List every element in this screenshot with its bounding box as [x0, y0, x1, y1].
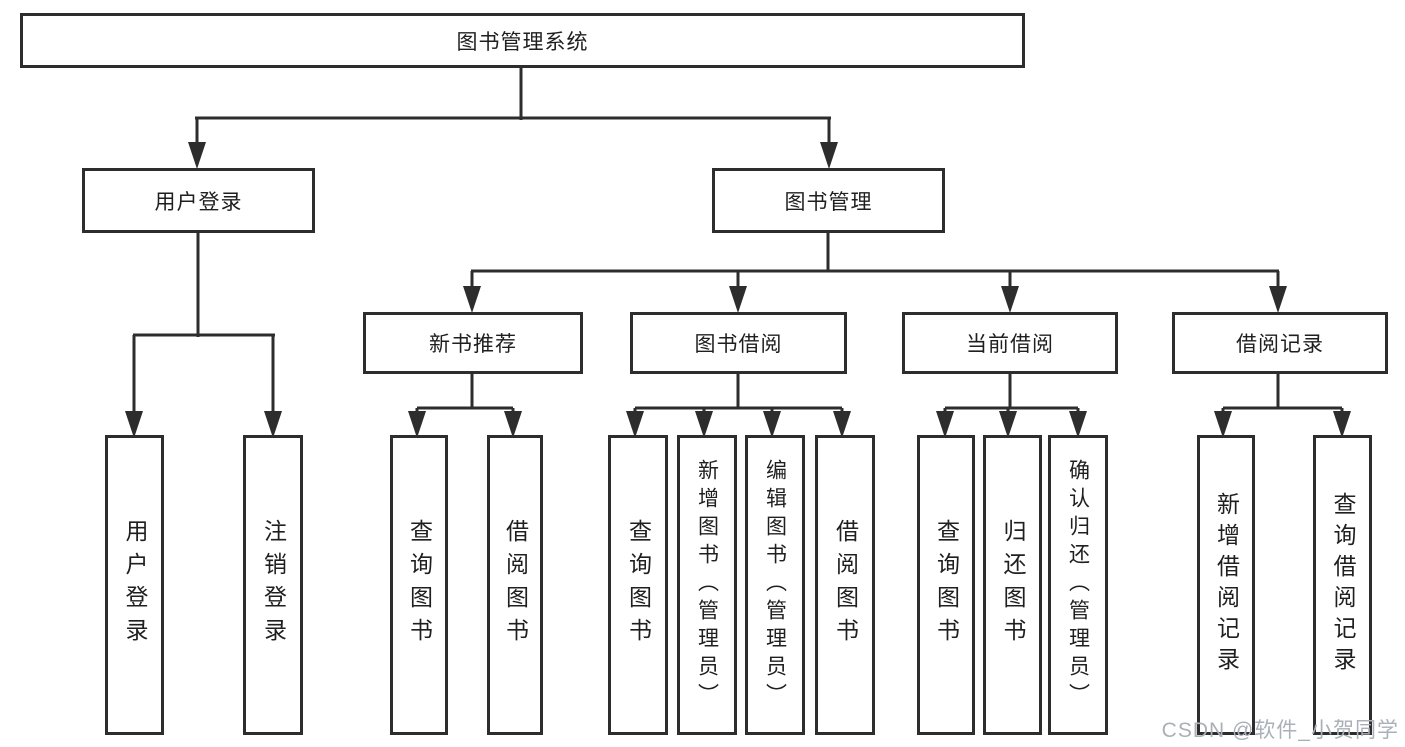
- leaf-add-books-admin: 新增图书（管理员）: [677, 435, 737, 735]
- node-library-system: 图书管理系统: [20, 13, 1025, 68]
- leaf-label: 注销登录: [260, 519, 287, 651]
- leaf-label: 新增借阅记录: [1213, 492, 1240, 678]
- leaf-logout: 注销登录: [243, 435, 303, 735]
- node-label: 图书管理系统: [456, 30, 589, 54]
- node-label: 图书借阅: [694, 333, 783, 356]
- leaf-label: 借阅图书: [502, 519, 529, 651]
- leaf-label: 查询图书: [625, 519, 652, 651]
- node-current-borrowing: 当前借阅: [902, 312, 1118, 374]
- leaf-user-login: 用户登录: [105, 435, 164, 735]
- leaf-label: 新增图书（管理员）: [695, 459, 719, 711]
- leaf-edit-books-admin: 编辑图书（管理员）: [745, 435, 805, 735]
- leaf-add-borrow-record: 新增借阅记录: [1197, 435, 1255, 735]
- watermark: CSDN @软件_小贺同学: [1161, 719, 1399, 742]
- node-label: 当前借阅: [966, 333, 1054, 356]
- node-label: 借阅记录: [1236, 333, 1324, 356]
- node-label: 新书推荐: [429, 333, 517, 356]
- leaf-label: 确认归还（管理员）: [1066, 459, 1090, 711]
- leaf-borrow-books-recommend: 借阅图书: [487, 435, 543, 735]
- leaf-query-borrow-record: 查询借阅记录: [1313, 435, 1372, 735]
- arrowheads: [125, 142, 1351, 438]
- node-book-management: 图书管理: [712, 168, 945, 233]
- leaf-borrow-books-borrow: 借阅图书: [815, 435, 875, 735]
- leaf-label: 用户登录: [122, 519, 148, 651]
- leaf-label: 归还图书: [1000, 519, 1026, 651]
- leaf-query-books-recommend: 查询图书: [390, 435, 448, 735]
- leaf-label: 编辑图书（管理员）: [763, 459, 787, 711]
- leaf-query-books-borrow: 查询图书: [608, 435, 668, 735]
- node-borrowing-records: 借阅记录: [1172, 312, 1388, 374]
- leaf-label: 借阅图书: [832, 519, 859, 651]
- leaf-label: 查询图书: [933, 519, 960, 651]
- leaf-query-books-current: 查询图书: [917, 435, 975, 735]
- leaf-label: 查询借阅记录: [1330, 492, 1356, 678]
- leaf-label: 查询图书: [406, 519, 433, 651]
- node-user-login: 用户登录: [82, 168, 315, 233]
- node-book-borrowing: 图书借阅: [630, 312, 847, 374]
- node-new-book-recommendation: 新书推荐: [363, 312, 583, 374]
- leaf-return-books: 归还图书: [983, 435, 1042, 735]
- leaf-confirm-return-admin: 确认归还（管理员）: [1048, 435, 1108, 735]
- node-label: 图书管理: [784, 190, 873, 214]
- node-label: 用户登录: [154, 190, 243, 214]
